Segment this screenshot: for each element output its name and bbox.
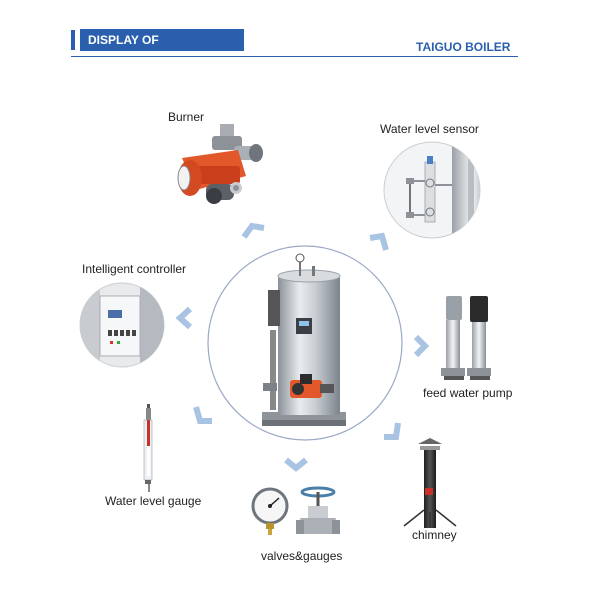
boiler-illustration — [207, 245, 403, 441]
water-level-gauge-illustration — [143, 404, 153, 492]
header-divider — [71, 56, 518, 57]
burner-label: Burner — [168, 110, 205, 124]
valves-gauges-illustration — [251, 486, 340, 535]
chevron-down-right-chimney-icon — [384, 422, 401, 440]
chevron-right-pump-icon — [413, 334, 430, 358]
valves-gauges-label: valves&gauges — [261, 549, 343, 563]
intelligent-controller-illustration — [79, 282, 165, 368]
water-level-gauge-label: Water level gauge — [105, 494, 202, 508]
burner-illustration — [177, 124, 263, 204]
chevron-up-right-sensor-icon — [369, 232, 389, 251]
header-accent-bar — [71, 30, 75, 50]
chevron-down-valves-icon — [284, 457, 308, 472]
chimney-label: chimney — [412, 528, 457, 542]
water-level-sensor-label: Water level sensor — [380, 122, 479, 136]
feed-water-pump-label: feed water pump — [423, 386, 513, 400]
chevron-down-left-gauge-icon — [193, 406, 212, 424]
water-level-sensor-illustration — [383, 141, 481, 239]
feed-water-pump-illustration — [441, 296, 491, 380]
chimney-illustration — [403, 438, 457, 528]
intelligent-controller-label: Intelligent controller — [82, 262, 187, 276]
chevron-up-burner-icon — [241, 222, 265, 239]
page-title: DISPLAY OF ACCESSORIES — [80, 29, 244, 69]
chevron-left-controller-icon — [175, 306, 193, 330]
brand-name: TAIGUO BOILER — [416, 40, 511, 54]
